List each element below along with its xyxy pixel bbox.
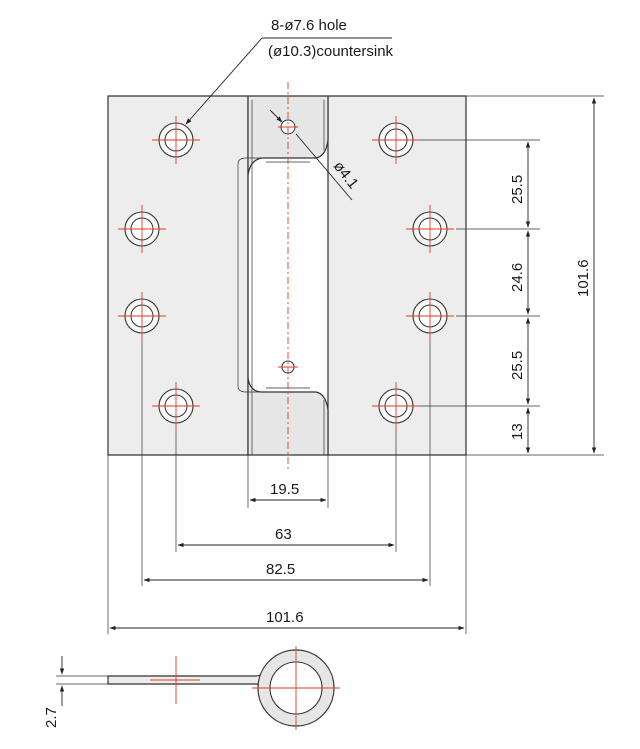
screw-hole <box>406 205 454 253</box>
dim-overall-height: 101.6 <box>575 259 592 297</box>
screw-hole <box>152 116 200 164</box>
dim-right-pitch-3: 25.5 <box>509 351 526 380</box>
screw-holes <box>118 116 454 430</box>
dim-thickness: 2.7 <box>43 707 60 728</box>
screw-hole <box>118 292 166 340</box>
screw-hole <box>406 292 454 340</box>
knuckle-curve <box>237 157 262 393</box>
knuckle-barrel <box>247 95 329 456</box>
dim-right-pitch-1: 25.5 <box>509 175 526 204</box>
hole-callout-line2: (ø10.3)countersink <box>268 43 394 60</box>
screw-hole <box>118 205 166 253</box>
side-leaf <box>107 671 265 688</box>
horizontal-dimensions: 19.5 63 82.5 101.6 <box>107 340 467 634</box>
dim-right-edge: 13 <box>509 423 526 440</box>
vertical-dimensions: 25.5 24.6 25.5 13 101.6 <box>420 95 604 456</box>
dim-outer-holes: 82.5 <box>266 561 295 578</box>
dim-overall-width: 101.6 <box>266 609 304 626</box>
hole-callout: 8-ø7.6 hole (ø10.3)countersink <box>185 17 394 125</box>
screw-hole <box>372 116 420 164</box>
hinge-side-view: 2.7 <box>43 646 340 730</box>
dim-knuckle-width: 19.5 <box>270 481 299 498</box>
knuckle-slot <box>251 100 325 455</box>
screw-hole <box>372 382 420 430</box>
dim-right-pitch-2: 24.6 <box>509 263 526 292</box>
dim-inner-holes: 63 <box>275 526 292 543</box>
hinge-front-view <box>107 82 467 470</box>
screw-hole <box>152 382 200 430</box>
hole-callout-line1: 8-ø7.6 hole <box>271 17 347 34</box>
